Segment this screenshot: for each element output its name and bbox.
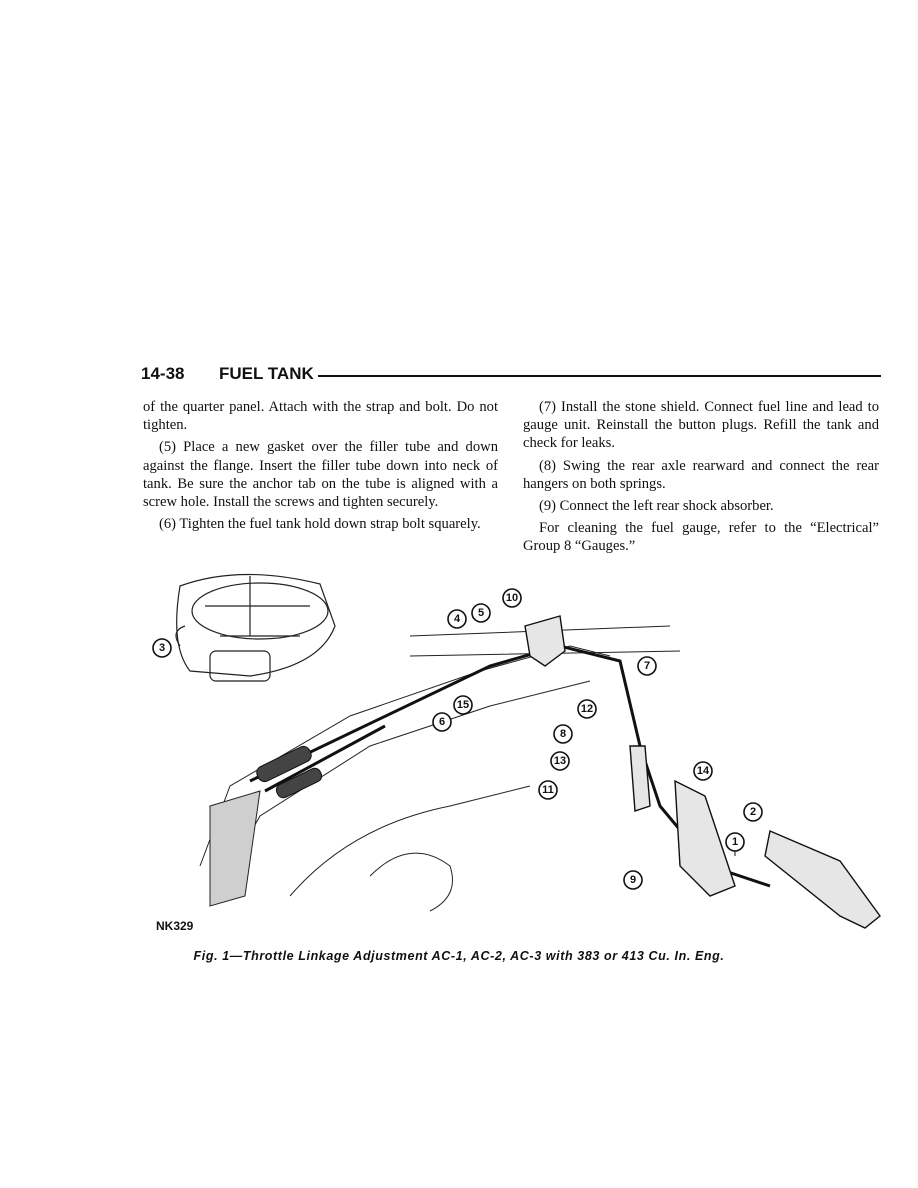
pedal-assembly-drawing (524, 615, 881, 929)
callout-1: 1 (725, 832, 745, 856)
callout-5: 5 (471, 603, 491, 623)
svg-text:5: 5 (478, 607, 484, 619)
callout-4: 4 (447, 609, 467, 629)
callout-12: 12 (577, 699, 597, 719)
callout-2: 2 (743, 802, 763, 822)
callout-11: 11 (538, 780, 558, 800)
return-springs-drawing (256, 745, 323, 799)
paragraph: (8) Swing the rear axle rearward and con… (523, 457, 879, 492)
callout-9: 9 (623, 870, 643, 890)
svg-text:14: 14 (697, 765, 710, 777)
engine-block-drawing (199, 625, 681, 912)
paragraph: For cleaning the fuel gauge, refer to th… (523, 520, 879, 555)
svg-text:1: 1 (732, 836, 738, 848)
callout-15: 15 (453, 695, 473, 715)
svg-text:3: 3 (159, 642, 165, 654)
header-rule (221, 375, 881, 377)
paragraph: (5) Place a new gasket over the filler t… (143, 439, 498, 511)
svg-text:9: 9 (630, 874, 636, 886)
page-number: 14-38 (141, 364, 185, 383)
left-text-column: of the quarter panel. Attach with the st… (143, 398, 498, 537)
svg-text:6: 6 (439, 716, 445, 728)
page-header: 14-38 FUEL TANK (141, 364, 881, 390)
throttle-linkage-illustration: 1 2 3 4 5 6 7 8 9 10 11 12 13 14 15 (152, 573, 881, 929)
svg-text:4: 4 (454, 613, 461, 625)
svg-text:2: 2 (750, 806, 756, 818)
callout-6: 6 (432, 712, 452, 732)
section-title: FUEL TANK (219, 364, 318, 384)
figure-code: NK329 (156, 919, 194, 933)
callout-14: 14 (693, 761, 713, 781)
paragraph: (6) Tighten the fuel tank hold down stra… (159, 516, 481, 533)
svg-text:7: 7 (644, 660, 650, 672)
callout-3: 3 (152, 638, 172, 658)
carburetor-drawing (175, 573, 336, 682)
svg-text:8: 8 (560, 728, 566, 740)
svg-text:13: 13 (554, 755, 566, 767)
figure-caption: Fig. 1—Throttle Linkage Adjustment AC-1,… (193, 949, 725, 963)
callout-10: 10 (502, 588, 522, 608)
paragraph: (7) Install the stone shield. Connect fu… (523, 399, 879, 452)
paragraph: of the quarter panel. Attach with the st… (143, 399, 498, 434)
callout-8: 8 (553, 724, 573, 744)
paragraph: (9) Connect the left rear shock absorber… (539, 498, 774, 515)
callout-13: 13 (550, 751, 570, 771)
svg-text:15: 15 (457, 699, 469, 711)
figure-callouts: 1 2 3 4 5 6 7 8 9 10 11 12 13 14 15 (152, 588, 763, 890)
svg-text:10: 10 (506, 592, 518, 604)
svg-text:12: 12 (581, 703, 593, 715)
svg-text:11: 11 (542, 784, 554, 796)
right-text-column: (7) Install the stone shield. Connect fu… (523, 398, 879, 560)
callout-7: 7 (637, 656, 657, 676)
